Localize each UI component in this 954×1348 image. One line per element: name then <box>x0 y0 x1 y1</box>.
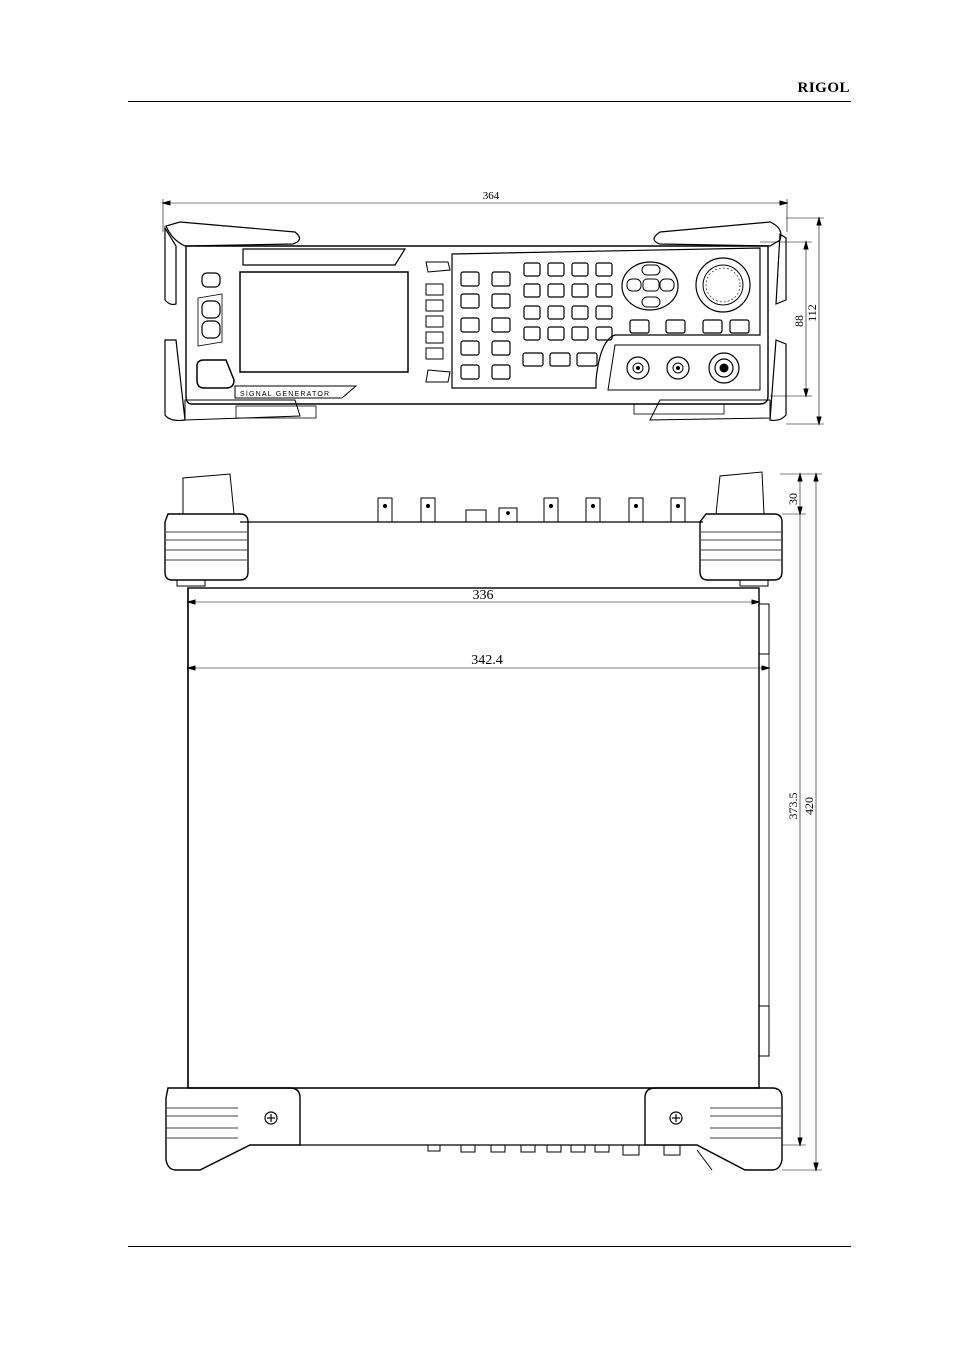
dim-depth-420: 420 <box>802 797 816 815</box>
panel-label: SIGNAL GENERATOR <box>240 391 330 398</box>
top-view: 336 342.4 <box>165 472 822 1170</box>
dim-depth-30: 30 <box>786 493 800 505</box>
front-view: 364 SIGNAL GENERATOR <box>163 190 824 424</box>
dim-depth-373-5: 373.5 <box>786 793 800 820</box>
dim-width-336: 336 <box>473 588 494 603</box>
dim-height-112: 112 <box>805 304 819 322</box>
dim-width-364: 364 <box>483 190 500 202</box>
dim-width-342-4: 342.4 <box>471 653 503 668</box>
dim-height-88: 88 <box>792 315 806 327</box>
